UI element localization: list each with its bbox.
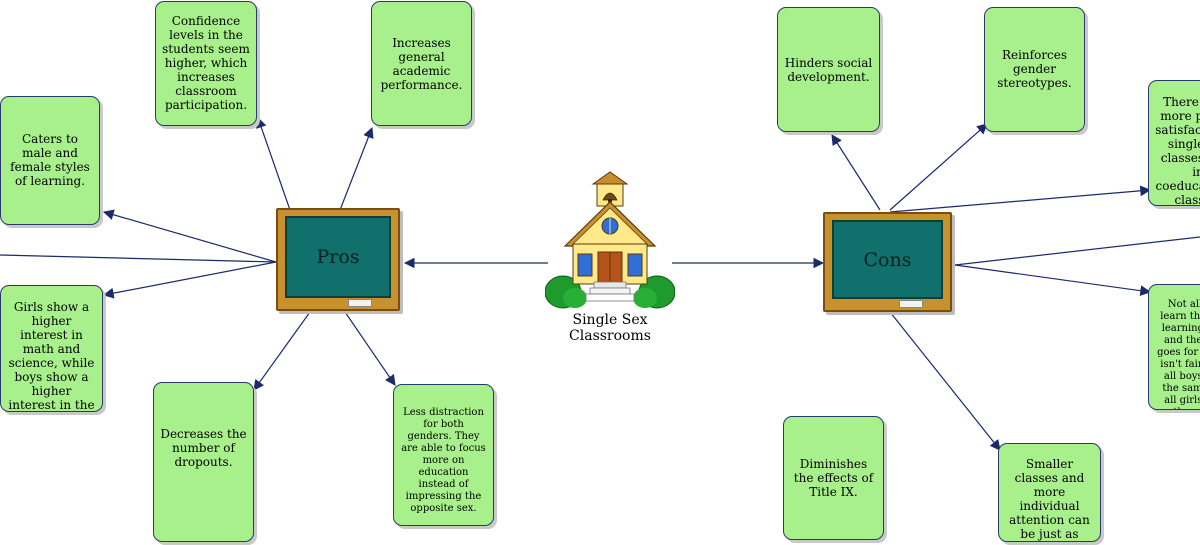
arrow-pros-to-learning-styles <box>102 209 277 263</box>
schoolhouse-icon <box>545 171 675 309</box>
pros-board-label: Pros <box>285 216 391 298</box>
pro-note-distraction: Less distraction for both genders. They … <box>393 384 494 526</box>
con-note-learning-style: Not all girls learn the same learning st… <box>1148 284 1200 410</box>
arrow-cons-to-smaller-classes <box>889 311 1001 451</box>
chalk-eraser-icon <box>348 299 372 307</box>
arrow-pros-to-academic <box>339 126 374 211</box>
arrow-cons-to-learning-style <box>954 264 1152 297</box>
arrow-pros-to-confidence <box>256 116 291 211</box>
pro-note-interests: Girls show a higher interest in math and… <box>0 285 103 412</box>
cons-board-label: Cons <box>832 220 943 299</box>
arrow-pros-to-distraction <box>344 311 396 386</box>
con-note-title-ix: Diminishes the effects of Title IX. <box>783 416 884 540</box>
center-label-line2: Classrooms <box>569 328 651 344</box>
line-pros-offscreen <box>0 254 277 263</box>
pro-note-dropouts: Decreases the number of dropouts. <box>153 382 254 542</box>
arrow-cons-to-parent-satisfaction <box>889 185 1152 213</box>
pro-note-confidence: Confidence levels in the students seem h… <box>155 1 257 126</box>
arrow-pros-to-dropouts <box>253 311 311 391</box>
con-note-gender-stereotypes: Reinforces gender stereotypes. <box>984 7 1085 132</box>
con-note-parent-satisfaction: There were more parent satisfaction in s… <box>1148 80 1200 206</box>
center-topic-label: Single Sex Classrooms <box>540 312 680 344</box>
arrow-pros-to-interests <box>102 261 277 299</box>
center-label-line1: Single Sex <box>572 312 648 328</box>
cons-chalkboard: Cons <box>823 212 952 312</box>
arrow-cons-to-stereotypes <box>889 123 988 211</box>
con-note-smaller-classes: Smaller classes and more individual atte… <box>998 443 1101 542</box>
pro-note-learning-styles: Caters to male and female styles of lear… <box>0 96 100 225</box>
chalk-eraser-icon <box>899 300 923 308</box>
arrow-cons-to-social <box>831 134 881 211</box>
con-note-social-development: Hinders social development. <box>777 7 880 132</box>
pro-note-academic-performance: Increases general academic performance. <box>371 1 472 126</box>
line-cons-offscreen <box>954 236 1200 266</box>
pros-chalkboard: Pros <box>276 208 400 311</box>
